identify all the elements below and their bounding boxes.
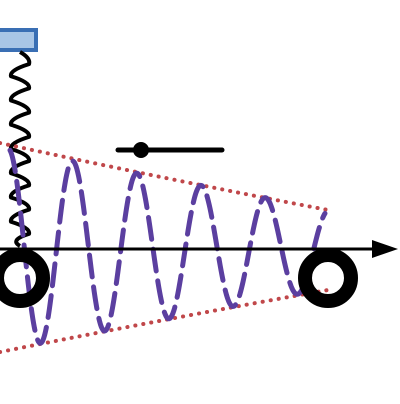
damped-oscillation-curve (7, 147, 328, 346)
upper-envelope-line (0, 141, 330, 212)
left-wheel-icon (0, 248, 50, 308)
indicator-dot-icon (133, 142, 149, 158)
ceiling-block-icon (0, 28, 38, 52)
right-wheel-icon (298, 248, 358, 308)
arrow-right-icon (372, 240, 398, 258)
